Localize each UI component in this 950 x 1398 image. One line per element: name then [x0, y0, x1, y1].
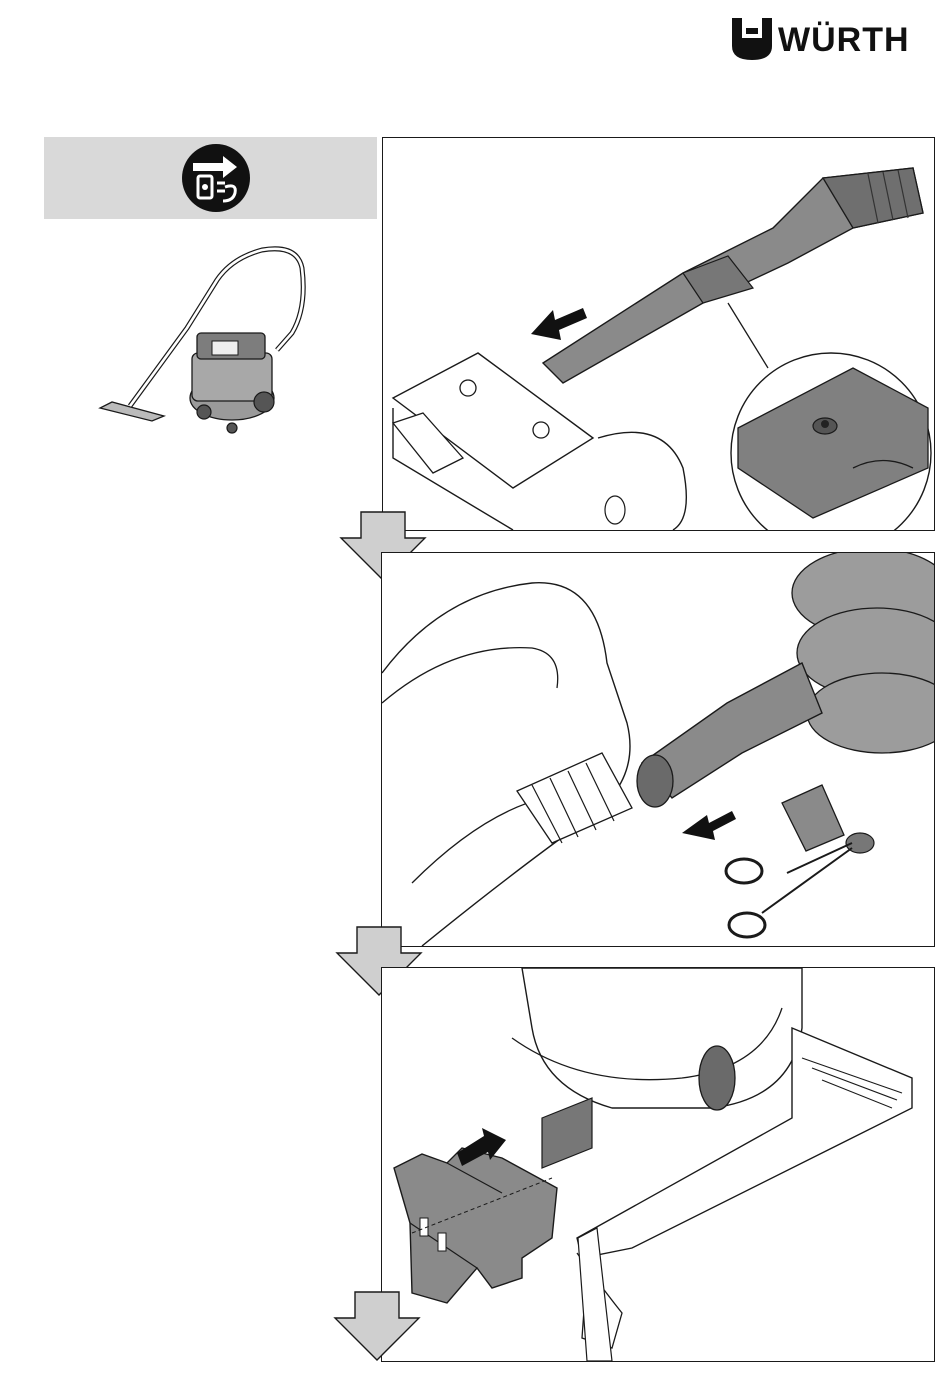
unplug-mains-icon	[181, 143, 251, 213]
brand-name: WÜRTH	[778, 20, 910, 60]
step-1-panel	[382, 137, 935, 531]
wuerth-logo: WÜRTH	[730, 16, 940, 66]
hose-adapter-cut-to-size-icon	[382, 553, 934, 946]
wet-dry-vacuum-cleaner-icon	[92, 238, 322, 453]
wuerth-logo-icon	[730, 16, 774, 62]
step-3-panel	[381, 967, 935, 1362]
dust-extraction-hood-attach-icon	[382, 968, 934, 1361]
safety-banner	[44, 137, 377, 219]
step-2-panel	[381, 552, 935, 947]
crevice-nozzle-slide-off-icon	[383, 138, 934, 530]
next-step-arrow-icon	[333, 1290, 421, 1362]
